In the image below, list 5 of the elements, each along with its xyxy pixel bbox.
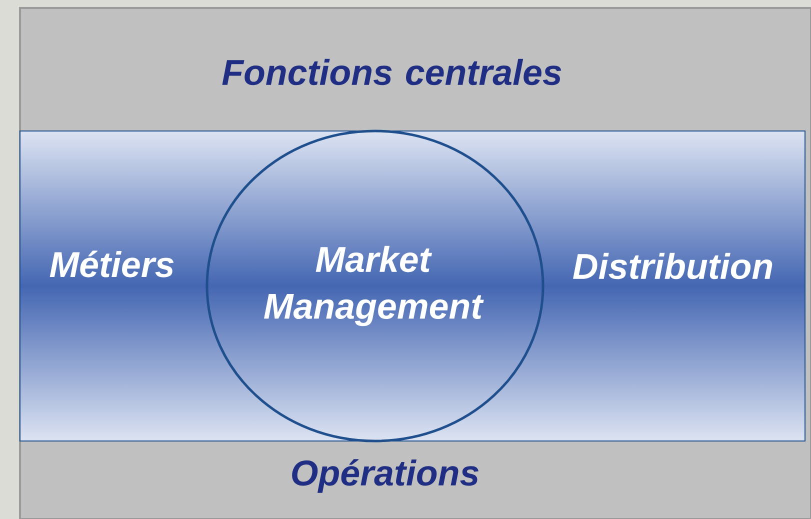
label: Opérations — [292, 459, 478, 493]
label: Distribution — [573, 252, 772, 280]
label: Métiers — [50, 250, 174, 278]
label: Fonctions centrales — [222, 58, 562, 86]
label: Market Management — [264, 246, 484, 326]
